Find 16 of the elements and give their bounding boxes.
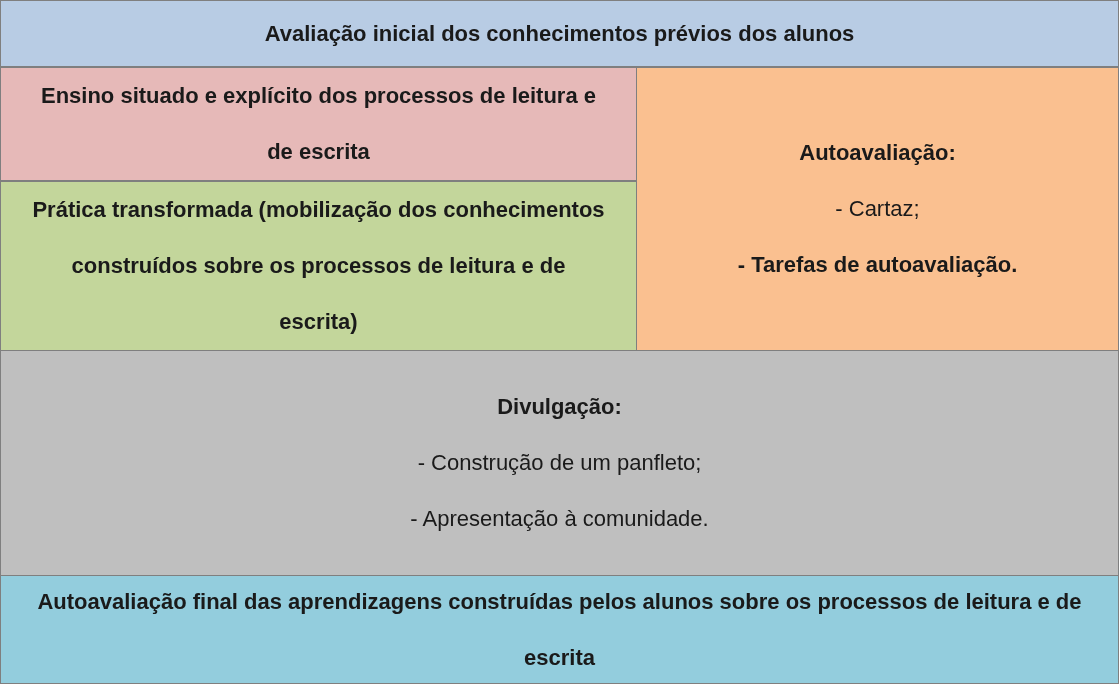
section-heading: Avaliação inicial dos conhecimentos prévios dos alunos <box>264 19 855 48</box>
list-item: - Tarefas de autoavaliação. <box>737 251 1018 279</box>
section-heading: Ensino situado e explícito dos processos de leitura e de escrita <box>39 82 597 166</box>
section-heading: Prática transformada (mobilização dos conhecimentos construídos sobre os processos de leitura e de escrita) <box>31 196 606 336</box>
section-heading: Autoavaliação: <box>799 139 956 167</box>
list-item: - Construção de um panfleto; <box>417 449 702 477</box>
section-panel <box>636 67 1119 351</box>
section-panel <box>0 67 637 181</box>
list-item: - Apresentação à comunidade. <box>410 505 709 533</box>
section-panel <box>0 0 1119 67</box>
section-heading: Divulgação: <box>497 393 622 421</box>
section-heading: Autoavaliação final das aprendizagens construídas pelos alunos sobre os processos de leitura e de escrita <box>36 587 1083 672</box>
list-item: - Cartaz; <box>835 195 920 223</box>
section-panel <box>0 181 637 351</box>
section-panel <box>0 350 1119 576</box>
section-panel <box>0 575 1119 684</box>
